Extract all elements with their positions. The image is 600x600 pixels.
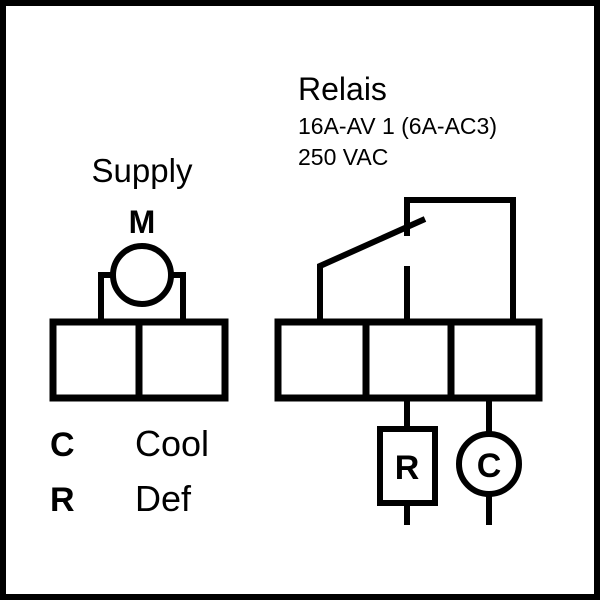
resistor-symbol: R	[377, 426, 438, 506]
switch-common-wire	[404, 197, 516, 322]
motor-circle	[110, 243, 174, 307]
supply-title: Supply	[92, 152, 193, 189]
motor-symbol	[98, 243, 186, 322]
legend-key-cool: C	[50, 426, 75, 464]
output-wires	[404, 398, 492, 525]
resistor-box	[377, 426, 438, 506]
contactor-label: C	[477, 447, 502, 485]
relay-switch	[317, 197, 516, 322]
legend-key-def: R	[50, 481, 75, 519]
relay-title: Relais	[298, 71, 387, 107]
legend-value-def: Def	[135, 478, 192, 519]
relay-rating: 16A-AV 1 (6A-AC3)	[298, 113, 497, 139]
relay-terminal-outline	[274, 318, 543, 402]
legend-value-cool: Cool	[135, 423, 209, 464]
relay-terminal-block	[274, 318, 543, 402]
motor-wire-right	[171, 272, 186, 322]
switch-lever	[317, 216, 427, 322]
relay-voltage: 250 VAC	[298, 144, 388, 170]
contactor-circle	[456, 431, 522, 497]
motor-label: M	[129, 204, 156, 240]
motor-wire-left	[98, 272, 113, 322]
resistor-label: R	[395, 449, 420, 487]
legend: C Cool R Def	[50, 423, 209, 519]
supply-terminal-block	[49, 318, 229, 402]
contactor-symbol: C	[456, 431, 522, 497]
